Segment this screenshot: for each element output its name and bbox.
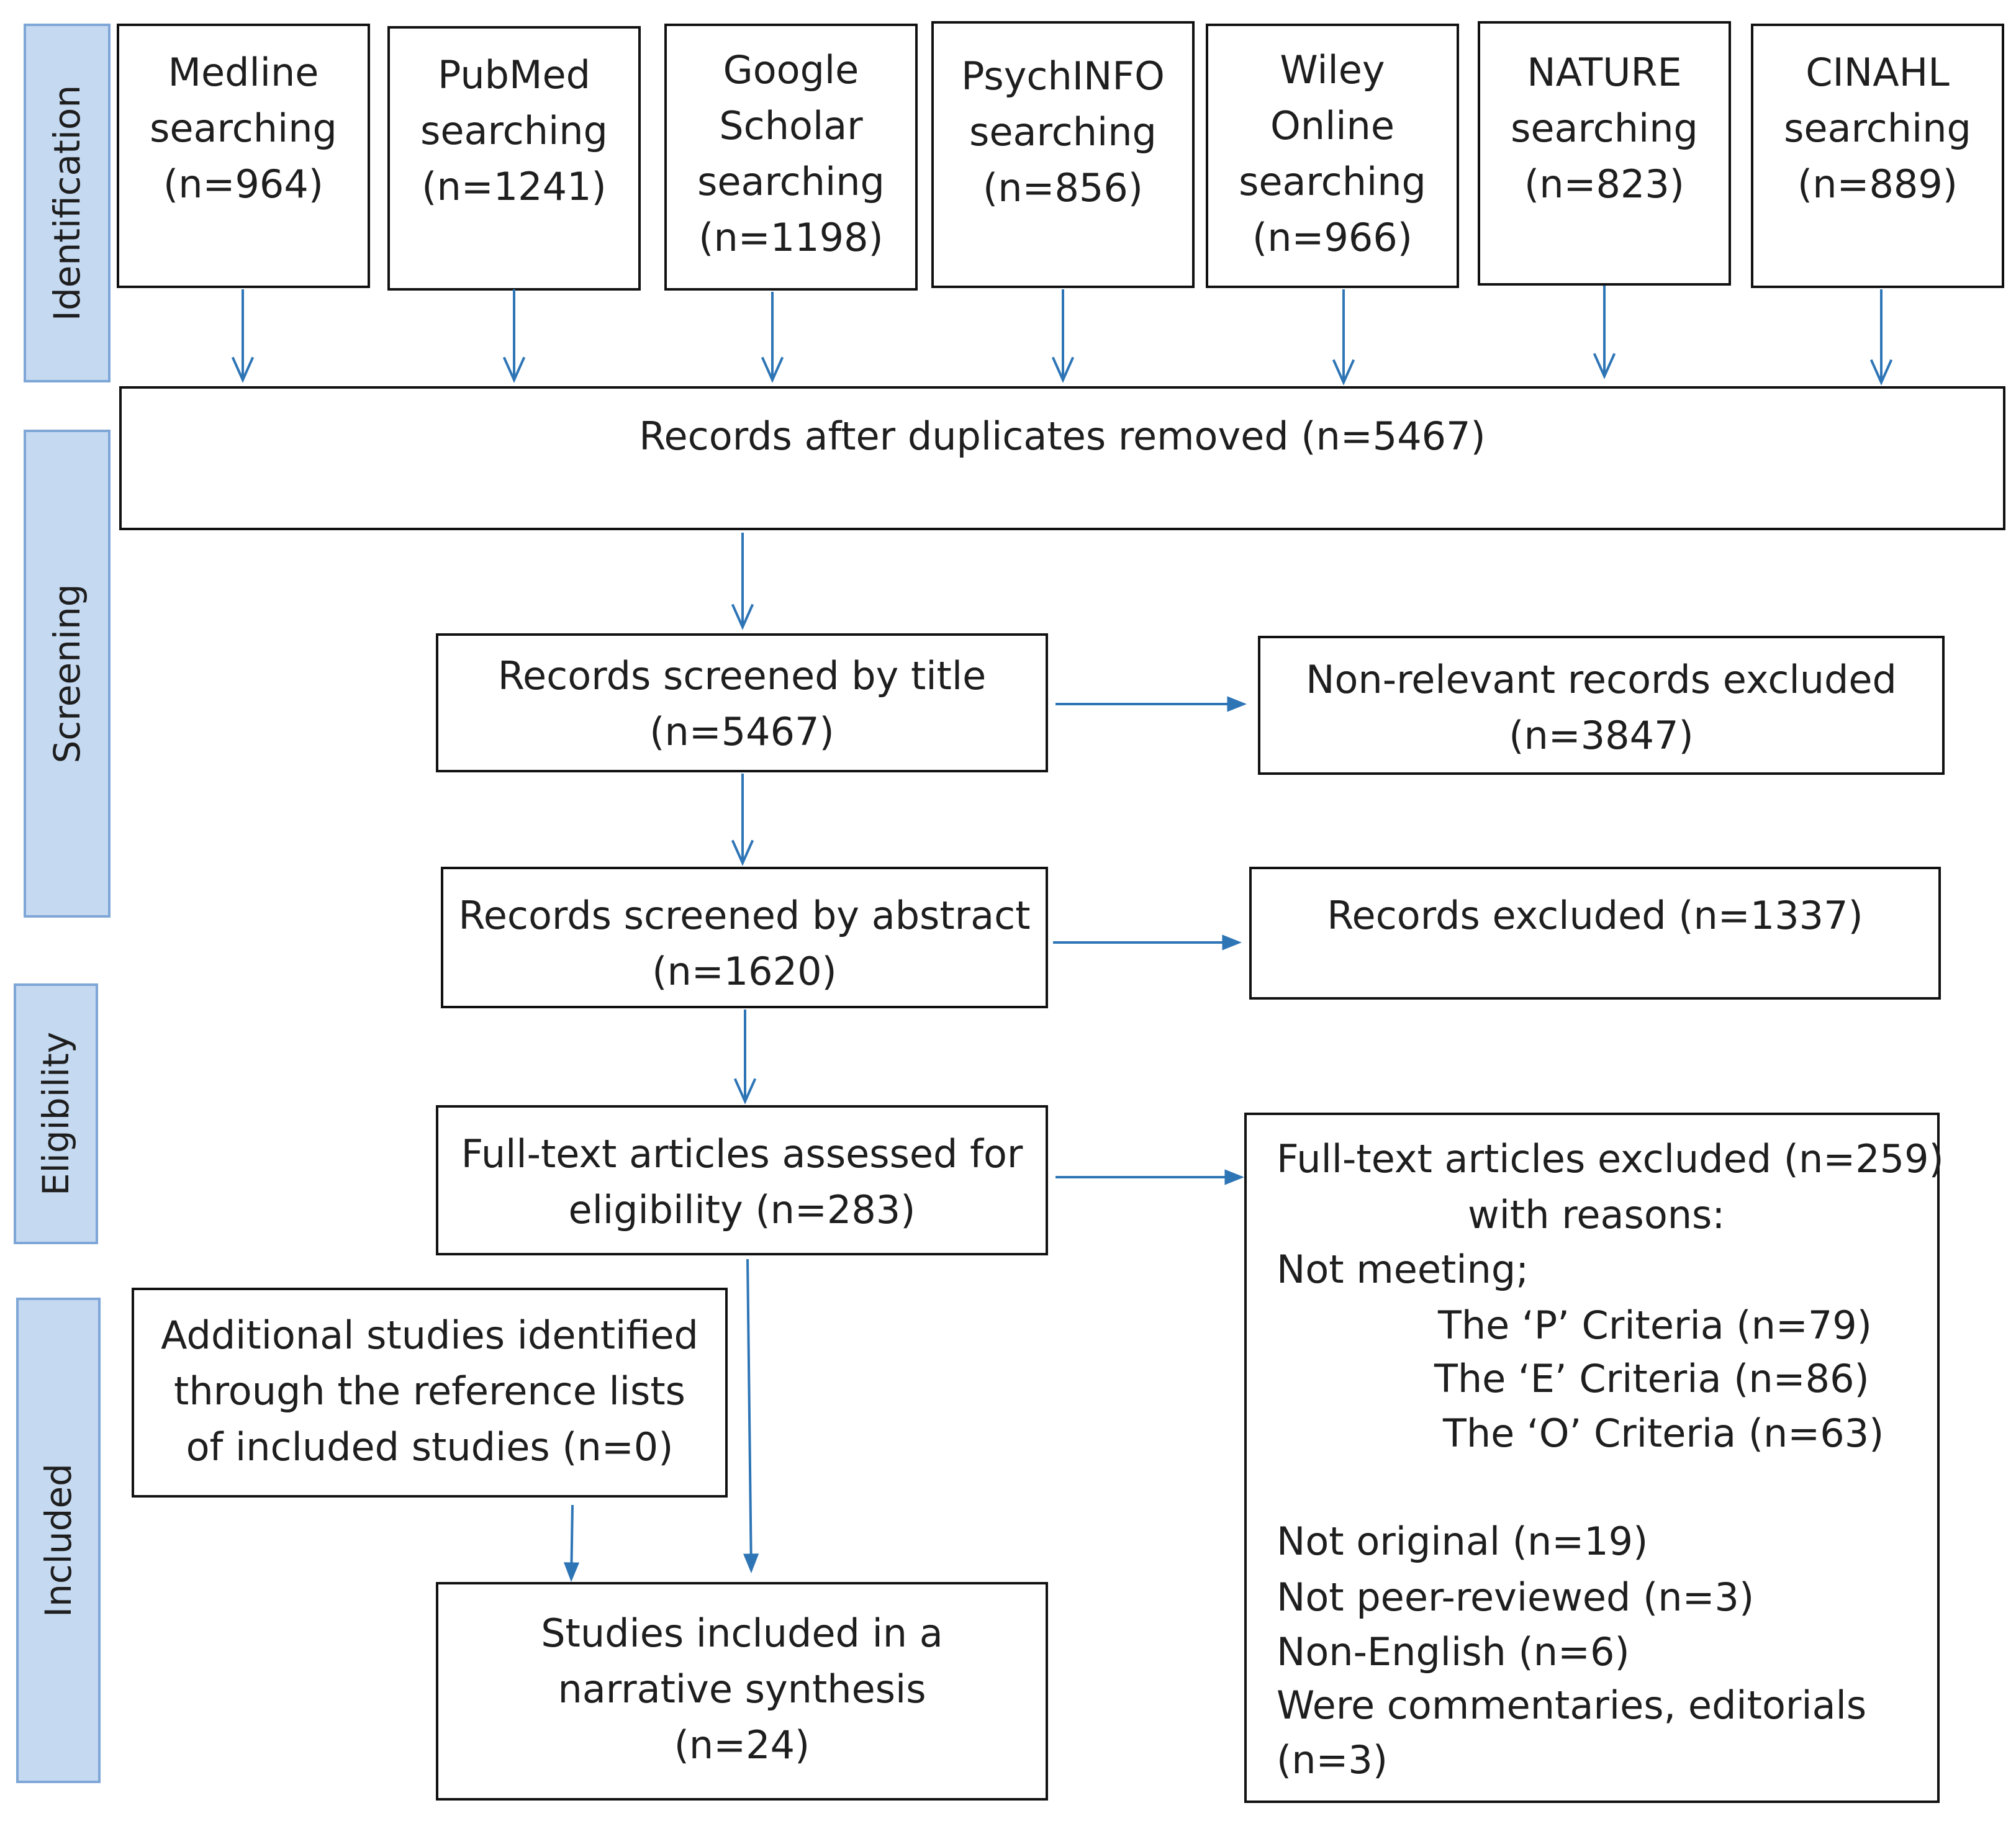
additional-studies-line-3: of included studies (n=0) [186,1424,674,1470]
arrow-title-to-abstract [731,774,754,866]
abstract-excluded-text: Records excluded (n=1337) [1327,893,1863,938]
arrow-abstract-to-fulltext [733,1010,757,1105]
fulltext-excluded-head-1: Full-text articles excluded (n=259) [1277,1136,1944,1182]
reason-not-peer-reviewed: Not peer-reviewed (n=3) [1277,1575,1755,1620]
source-google-scholar-line-4: (n=1198) [698,214,884,260]
included-studies-line-1: Studies included in a [541,1611,943,1656]
source-cinahl-line-1: CINAHL [1806,50,1950,95]
source-medline-line-2: searching [150,105,337,151]
additional-studies-box: Additional studies identified through th… [132,1288,728,1498]
abstract-screen-line-2: (n=1620) [652,948,837,994]
source-psychinfo: PsychINFO searching (n=856) [931,21,1195,288]
source-wiley-online-line-1: Wiley [1280,47,1385,93]
phase-eligibility: Eligibility [14,983,98,1244]
title-screen-line-2: (n=5467) [649,708,834,754]
not-meeting-label: Not meeting; [1277,1247,1529,1292]
title-excluded-box: Non-relevant records excluded (n=3847) [1258,636,1945,775]
arrow-fulltext-excluded [1055,1169,1244,1185]
source-cinahl-line-2: searching [1784,105,1971,151]
arrow-medline-down [231,289,255,383]
additional-studies-line-1: Additional studies identified [161,1313,698,1358]
source-medline: Medline searching (n=964) [117,24,370,288]
title-excluded-line-2: (n=3847) [1509,712,1694,758]
source-medline-line-3: (n=964) [163,161,323,207]
arrow-cinahl-down [1869,289,1893,386]
arrow-abstract-excluded [1053,934,1242,951]
arrow-nature-down [1593,286,1616,379]
phase-included: Included [16,1298,101,1783]
source-psychinfo-line-2: searching [969,109,1157,155]
fulltext-line-1: Full-text articles assessed for [461,1131,1023,1177]
fulltext-box: Full-text articles assessed for eligibil… [436,1105,1048,1255]
source-google-scholar-line-3: searching [697,158,885,204]
source-nature: NATURE searching (n=823) [1478,21,1731,286]
arrow-google-down [761,292,784,383]
reason-commentaries: Were commentaries, editorials [1277,1683,1867,1728]
source-google-scholar: Google Scholar searching (n=1198) [664,24,918,291]
source-psychinfo-line-1: PsychINFO [961,53,1165,99]
reason-not-original: Not original (n=19) [1277,1519,1648,1564]
source-pubmed-line-3: (n=1241) [422,163,607,209]
source-nature-line-1: NATURE [1527,50,1682,95]
source-pubmed-line-2: searching [420,107,608,153]
fulltext-line-2: eligibility (n=283) [568,1186,916,1232]
source-google-scholar-line-2: Scholar [719,102,863,148]
arrow-additional-to-included [563,1504,580,1582]
abstract-excluded-box: Records excluded (n=1337) [1249,867,1941,1000]
fulltext-excluded-box: Full-text articles excluded (n=259) with… [1244,1113,1944,1803]
source-nature-line-2: searching [1511,105,1698,151]
title-screen-line-1: Records screened by title [497,653,987,698]
source-pubmed-line-1: PubMed [438,52,590,97]
dedup-records-text: Records after duplicates removed (n=5467… [639,413,1486,459]
arrow-wiley-down [1332,289,1355,386]
included-studies-line-2: narrative synthesis [558,1666,926,1712]
source-wiley-online-line-3: searching [1239,158,1426,204]
source-cinahl: CINAHL searching (n=889) [1751,24,2004,288]
source-wiley-online-line-2: Online [1270,102,1394,148]
included-studies-box: Studies included in a narrative synthesi… [436,1582,1048,1801]
fulltext-excluded-head-2: with reasons: [1468,1192,1725,1237]
additional-studies-line-2: through the reference lists [174,1368,685,1414]
arrow-psychinfo-down [1051,289,1075,383]
phase-screening: Screening [24,430,111,918]
abstract-screen-box: Records screened by abstract (n=1620) [441,867,1048,1008]
title-excluded-line-1: Non-relevant records excluded [1306,657,1897,702]
criteria-p: The ‘P’ Criteria (n=79) [1438,1303,1872,1348]
source-cinahl-line-3: (n=889) [1797,161,1958,207]
included-studies-line-3: (n=24) [674,1722,810,1768]
source-wiley-online: Wiley Online searching (n=966) [1206,24,1459,288]
arrow-pubmed-down [502,289,526,383]
arrow-layer [231,286,1893,1582]
source-pubmed: PubMed searching (n=1241) [387,26,641,291]
source-google-scholar-line-1: Google [723,47,859,93]
reason-commentaries-count: (n=3) [1277,1737,1388,1783]
arrow-dedup-to-title [731,533,754,630]
criteria-o: The ‘O’ Criteria (n=63) [1443,1411,1884,1456]
arrow-fulltext-to-included [743,1258,759,1573]
title-screen-box: Records screened by title (n=5467) [436,633,1048,772]
arrow-title-excluded [1055,696,1247,712]
source-wiley-online-line-4: (n=966) [1252,214,1413,260]
abstract-screen-line-1: Records screened by abstract [458,893,1031,938]
source-medline-line-1: Medline [168,50,319,95]
source-psychinfo-line-3: (n=856) [983,165,1143,210]
phase-identification: Identification [24,24,111,382]
criteria-e: The ‘E’ Criteria (n=86) [1434,1356,1869,1401]
dedup-records-box: Records after duplicates removed (n=5467… [119,386,2005,530]
source-nature-line-3: (n=823) [1524,161,1684,207]
reason-non-english: Non-English (n=6) [1277,1629,1630,1674]
